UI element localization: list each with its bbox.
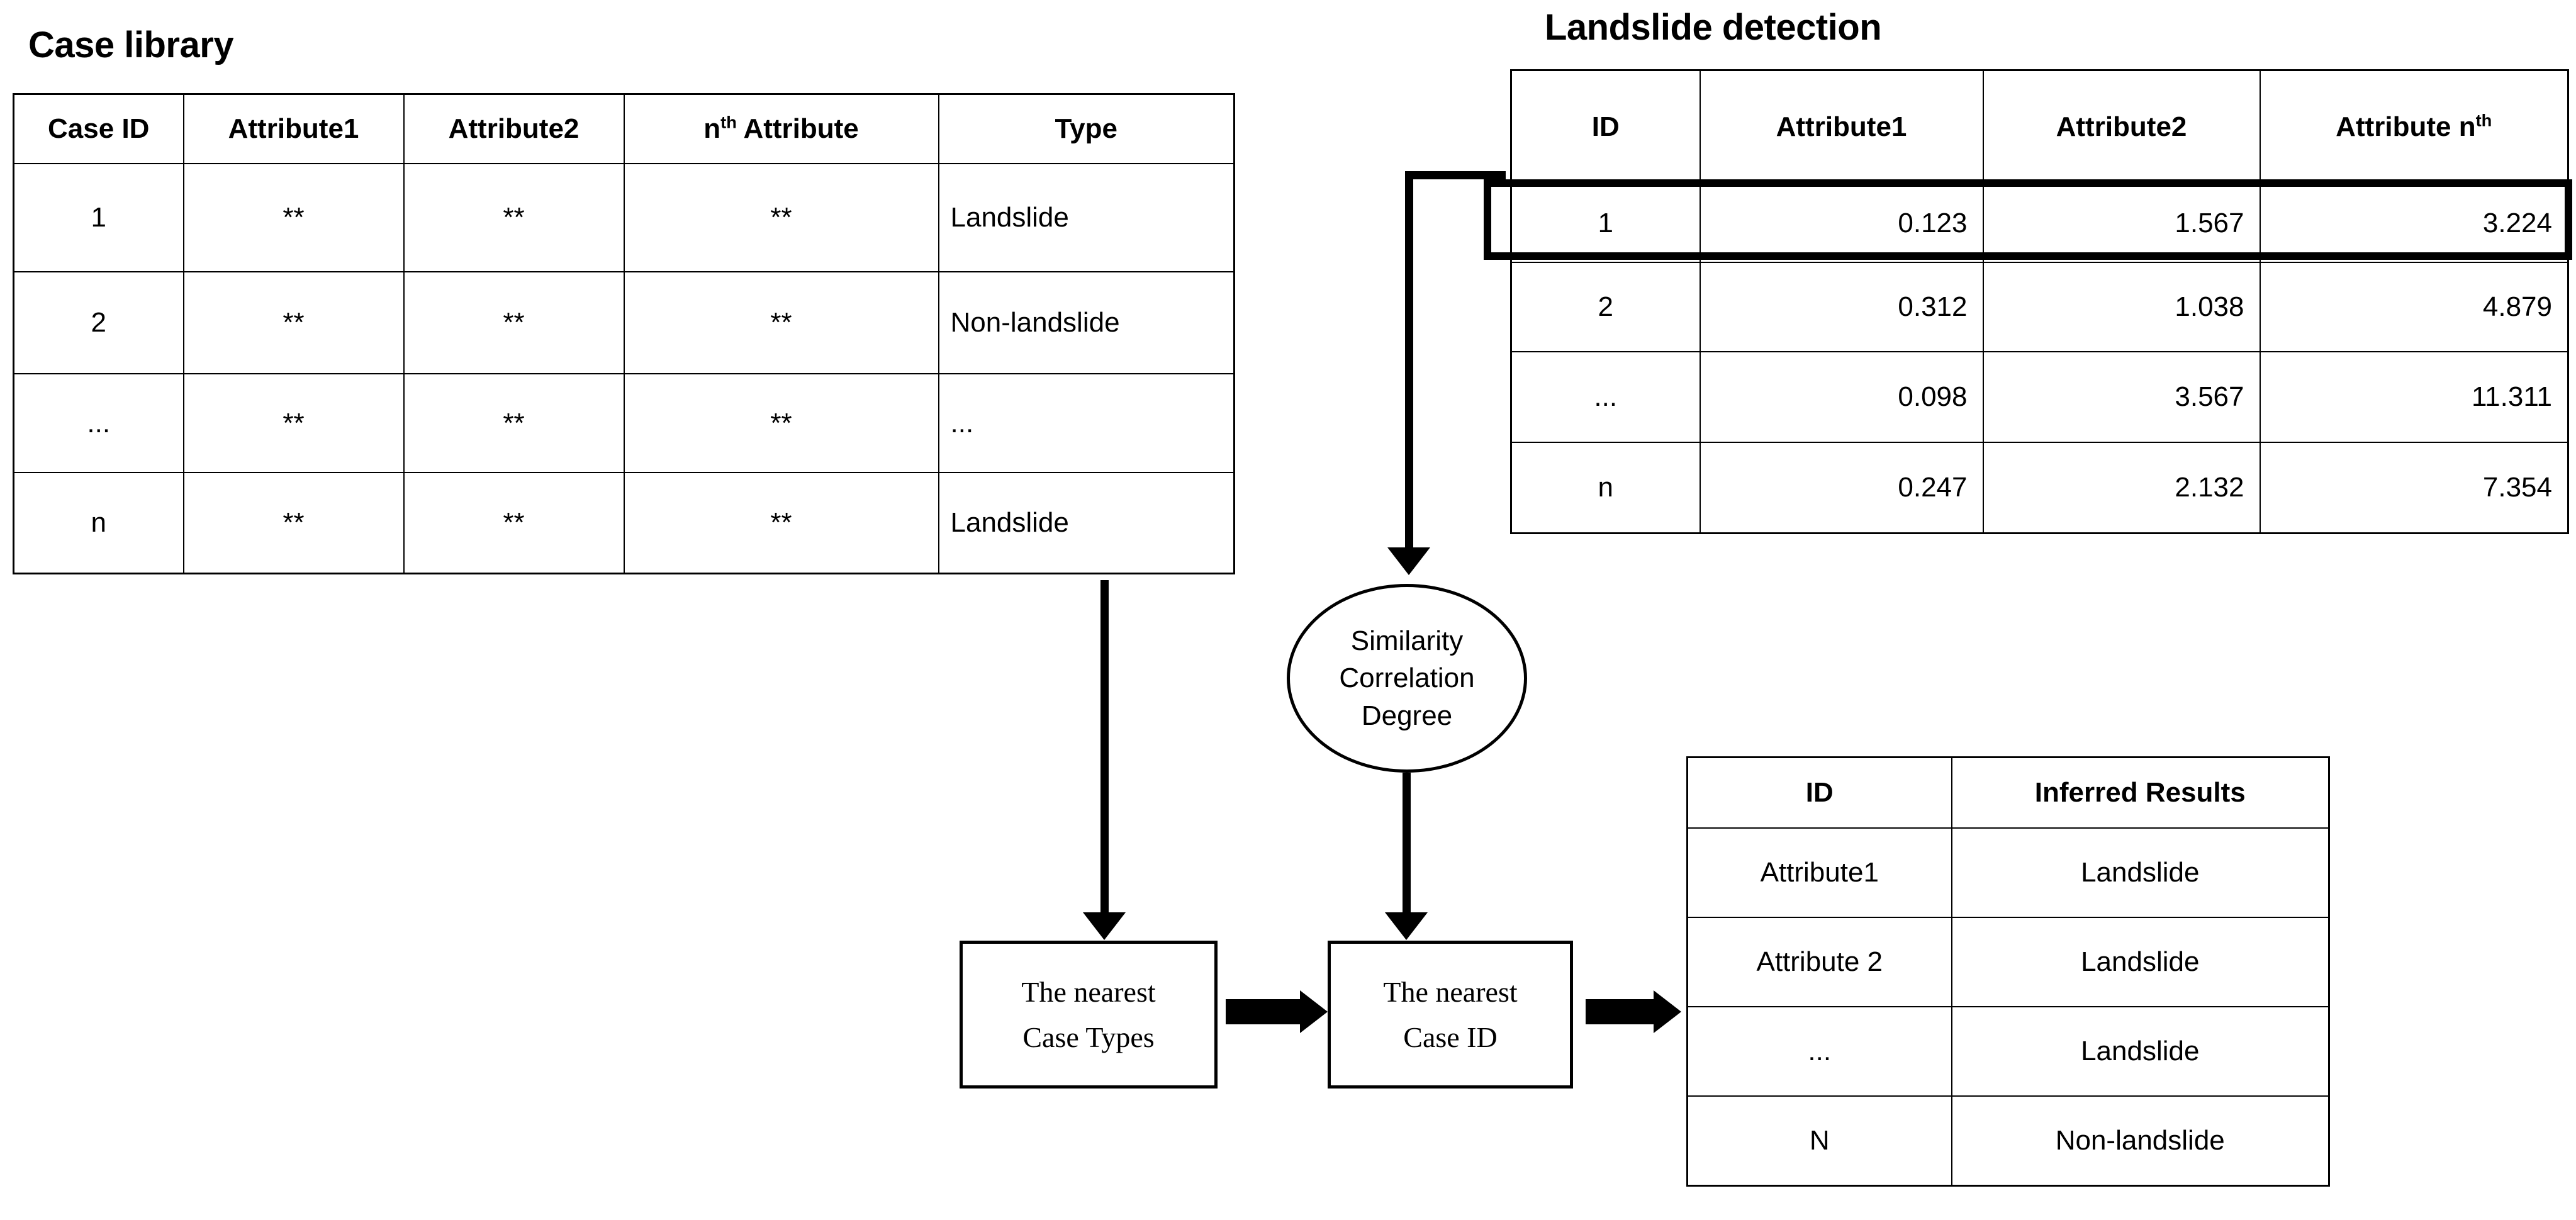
table-row: ... ** ** ** ... — [13, 373, 1235, 473]
table-row: Attribute1 Landslide — [1686, 827, 2330, 918]
cl-r2-a2: ** — [403, 373, 625, 473]
arrow-ellipse-to-case-id-head-icon — [1385, 912, 1428, 940]
similarity-line-3: Degree — [1361, 700, 1453, 731]
table-row: ... 0.098 3.567 11.311 — [1510, 351, 2569, 443]
table-row: 1 ** ** ** Landslide — [13, 163, 1235, 272]
cl-r3-id: n — [13, 472, 184, 574]
inferred-results-table-wrap: ID Inferred Results Attribute1 Landslide… — [1686, 756, 2330, 1187]
similarity-line-1: Similarity — [1350, 625, 1464, 656]
landslide-detection-title: Landslide detection — [1545, 7, 1882, 48]
cl-r3-type: Landslide — [938, 472, 1235, 574]
ir-r0-id: Attribute1 — [1686, 827, 1952, 918]
ld-r0-a1: 0.123 — [1699, 183, 1984, 263]
ld-r2-a1: 0.098 — [1699, 351, 1984, 443]
ld-r2-an: 11.311 — [2259, 351, 2569, 443]
cl-r2-type: ... — [938, 373, 1235, 473]
elbow-arrow-head-icon — [1387, 547, 1430, 575]
table-row: n 0.247 2.132 7.354 — [1510, 442, 2569, 534]
ir-r3-id: N — [1686, 1095, 1952, 1187]
arrow-case-library-to-types-shaft — [1100, 580, 1109, 915]
cl-r0-an: ** — [623, 163, 939, 272]
similarity-line-2: Correlation — [1339, 663, 1475, 694]
cl-r1-an: ** — [623, 271, 939, 374]
cl-r0-a1: ** — [182, 163, 405, 272]
elbow-arrow-horizontal-segment — [1405, 171, 1506, 179]
cl-r1-type: Non-landslide — [938, 271, 1235, 374]
cl-r1-a1: ** — [182, 271, 405, 374]
ld-header-attribute2: Attribute2 — [1982, 69, 2261, 184]
landslide-detection-table: ID Attribute1 Attribute2 Attribute nth 1… — [1510, 69, 2569, 534]
ld-r0-an: 3.224 — [2259, 183, 2569, 263]
ir-r1-result: Landslide — [1951, 917, 2330, 1007]
ld-header-attribute-nth: Attribute nth — [2259, 69, 2569, 184]
arrow-case-library-to-types-head-icon — [1083, 912, 1126, 940]
cl-header-attribute2: Attribute2 — [403, 93, 625, 164]
arrow-id-to-results-shaft — [1586, 999, 1655, 1024]
ld-r3-a2: 2.132 — [1982, 442, 2261, 534]
cl-r1-a2: ** — [403, 271, 625, 374]
ld-r2-id: ... — [1510, 351, 1701, 443]
inferred-results-table: ID Inferred Results Attribute1 Landslide… — [1686, 756, 2330, 1187]
case-library-table-wrap: Case ID Attribute1 Attribute2 nth Attrib… — [13, 93, 1235, 574]
ld-r1-id: 2 — [1510, 262, 1701, 352]
ir-r0-result: Landslide — [1951, 827, 2330, 918]
ld-r3-id: n — [1510, 442, 1701, 534]
cl-r1-id: 2 — [13, 271, 184, 374]
table-row: Attribute 2 Landslide — [1686, 917, 2330, 1007]
ir-r2-result: Landslide — [1951, 1006, 2330, 1097]
ir-r3-result: Non-landslide — [1951, 1095, 2330, 1187]
nearest-case-id-box: The nearest Case ID — [1328, 941, 1573, 1088]
arrow-id-to-results-head-icon — [1654, 990, 1681, 1033]
ir-r1-id: Attribute 2 — [1686, 917, 1952, 1007]
nearest-case-id-line-1: The nearest — [1383, 976, 1518, 1009]
table-row: 2 ** ** ** Non-landslide — [13, 271, 1235, 374]
arrow-types-to-id-head-icon — [1300, 990, 1328, 1033]
cl-r0-type: Landslide — [938, 163, 1235, 272]
cl-r3-a2: ** — [403, 472, 625, 574]
cl-header-type: Type — [938, 93, 1235, 164]
ld-header-attribute1: Attribute1 — [1699, 69, 1984, 184]
cl-header-nth-attribute: nth Attribute — [623, 93, 939, 164]
cl-r0-id: 1 — [13, 163, 184, 272]
ld-r2-a2: 3.567 — [1982, 351, 2261, 443]
ld-r0-id: 1 — [1510, 183, 1701, 263]
nearest-case-id-line-2: Case ID — [1403, 1021, 1498, 1053]
elbow-arrow-vertical-segment — [1405, 171, 1413, 549]
ld-r3-an: 7.354 — [2259, 442, 2569, 534]
cl-r2-id: ... — [13, 373, 184, 473]
table-header-row: Case ID Attribute1 Attribute2 nth Attrib… — [13, 93, 1235, 164]
cl-r0-a2: ** — [403, 163, 625, 272]
ld-r3-a1: 0.247 — [1699, 442, 1984, 534]
cl-r2-an: ** — [623, 373, 939, 473]
ld-r1-a2: 1.038 — [1982, 262, 2261, 352]
ld-r1-a1: 0.312 — [1699, 262, 1984, 352]
table-row: n ** ** ** Landslide — [13, 472, 1235, 574]
arrow-types-to-id-shaft — [1226, 999, 1301, 1024]
ir-header-results: Inferred Results — [1951, 756, 2330, 829]
cl-r2-a1: ** — [182, 373, 405, 473]
ir-header-id: ID — [1686, 756, 1952, 829]
cl-r3-an: ** — [623, 472, 939, 574]
nearest-case-types-line-1: The nearest — [1021, 976, 1156, 1009]
table-header-row: ID Inferred Results — [1686, 756, 2330, 829]
ld-r0-a2: 1.567 — [1982, 183, 2261, 263]
table-row: ... Landslide — [1686, 1006, 2330, 1097]
table-row-highlighted: 1 0.123 1.567 3.224 — [1510, 183, 2569, 263]
case-library-title: Case library — [28, 25, 234, 65]
table-row: N Non-landslide — [1686, 1095, 2330, 1187]
table-header-row: ID Attribute1 Attribute2 Attribute nth — [1510, 69, 2569, 184]
nearest-case-types-line-2: Case Types — [1022, 1021, 1155, 1053]
ir-r2-id: ... — [1686, 1006, 1952, 1097]
cl-header-attribute1: Attribute1 — [182, 93, 405, 164]
case-library-table: Case ID Attribute1 Attribute2 nth Attrib… — [13, 93, 1235, 574]
nearest-case-types-box: The nearest Case Types — [960, 941, 1218, 1088]
arrow-ellipse-to-case-id-shaft — [1403, 773, 1411, 915]
similarity-correlation-degree-node: Similarity Correlation Degree — [1287, 584, 1527, 773]
cl-header-case-id: Case ID — [13, 93, 184, 164]
cl-r3-a1: ** — [182, 472, 405, 574]
ld-r1-an: 4.879 — [2259, 262, 2569, 352]
landslide-detection-table-wrap: ID Attribute1 Attribute2 Attribute nth 1… — [1510, 69, 2569, 534]
ld-header-id: ID — [1510, 69, 1701, 184]
table-row: 2 0.312 1.038 4.879 — [1510, 262, 2569, 352]
